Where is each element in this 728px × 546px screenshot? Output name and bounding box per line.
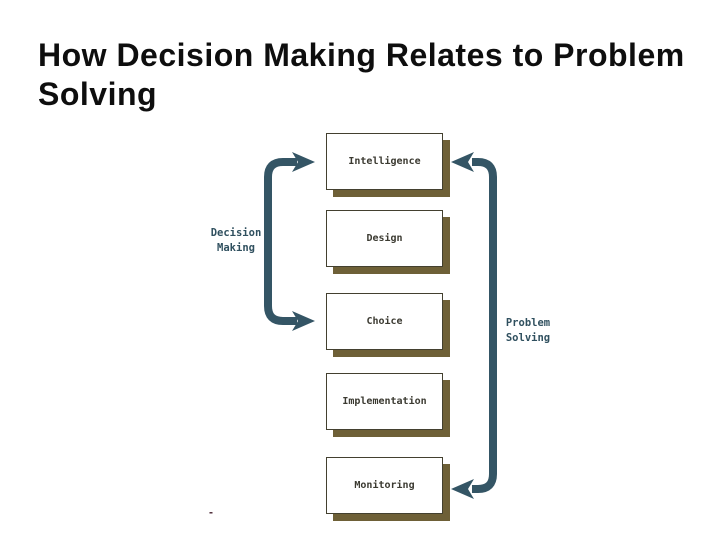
slide-title: How Decision Making Relates to Problem S… bbox=[38, 36, 708, 114]
arrowhead-right-bottom-icon bbox=[292, 311, 315, 331]
flow-box-label-intelligence: Intelligence bbox=[348, 156, 421, 167]
problem-solving-label-line-1: Problem bbox=[505, 317, 551, 329]
slide-title-line-1: How Decision Making Relates to Problem bbox=[38, 37, 685, 73]
flow-box-design: Design bbox=[326, 210, 443, 267]
decision-making-label: Decision Making bbox=[196, 226, 276, 256]
flow-box-label-choice: Choice bbox=[366, 316, 403, 327]
flow-box-intelligence: Intelligence bbox=[326, 133, 443, 190]
arrowhead-left-bottom-icon bbox=[451, 479, 474, 499]
stray-dash: - bbox=[209, 505, 213, 519]
flow-box-choice: Choice bbox=[326, 293, 443, 350]
problem-solving-label: Problem Solving bbox=[488, 316, 568, 346]
arrowhead-right-top-icon bbox=[292, 152, 315, 172]
problem-solving-loop-arrow bbox=[451, 152, 497, 499]
slide-title-line-2: Solving bbox=[38, 76, 158, 112]
flow-box-label-monitoring: Monitoring bbox=[354, 480, 415, 491]
flow-box-implementation: Implementation bbox=[326, 373, 443, 430]
arrowhead-left-top-icon bbox=[451, 152, 474, 172]
problem-solving-label-line-2: Solving bbox=[505, 332, 551, 344]
flow-box-monitoring: Monitoring bbox=[326, 457, 443, 514]
decision-making-label-line-1: Decision bbox=[210, 227, 262, 239]
flow-box-label-design: Design bbox=[366, 233, 403, 244]
flow-box-label-implementation: Implementation bbox=[342, 396, 427, 407]
decision-making-label-line-2: Making bbox=[217, 242, 255, 254]
